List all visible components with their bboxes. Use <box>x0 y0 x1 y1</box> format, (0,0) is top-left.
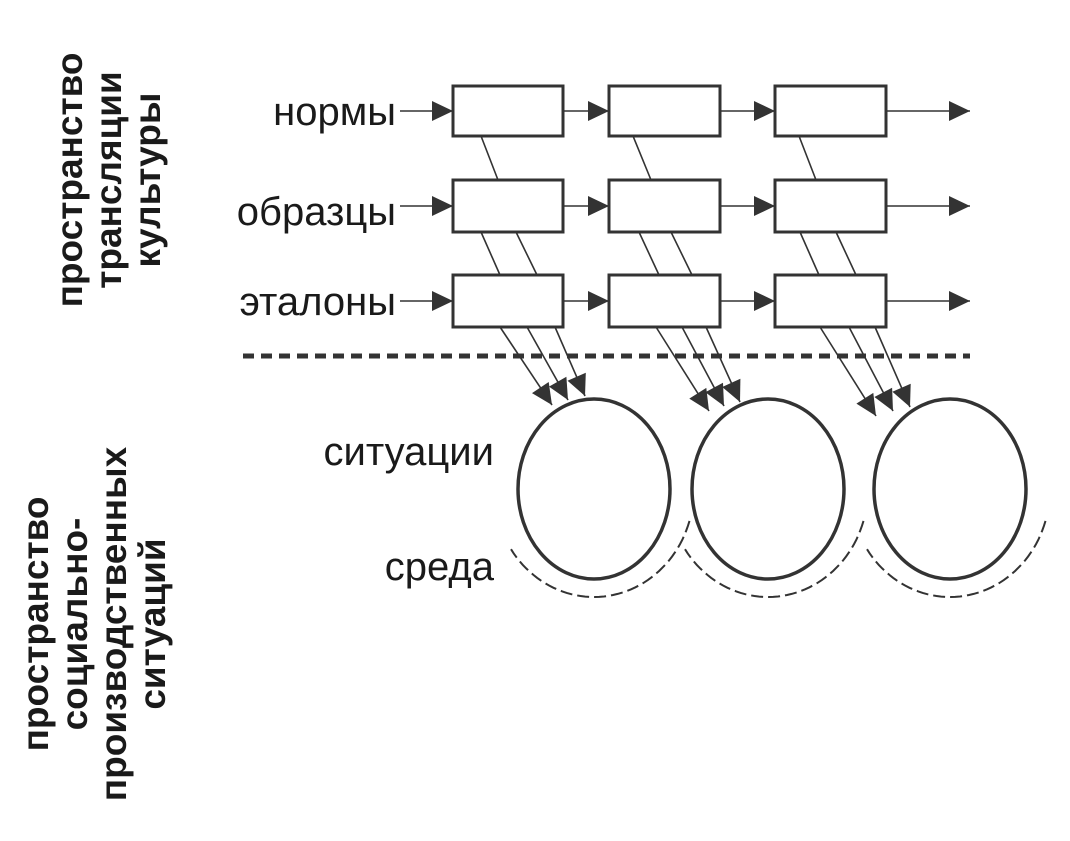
situation-ellipse-1 <box>516 397 672 581</box>
links-layer <box>400 110 970 417</box>
link-samples-standards-3b <box>835 231 857 276</box>
arrow-standards-2-3-head <box>754 291 775 311</box>
link-norms-samples-3 <box>798 135 817 181</box>
link-samples-standards-1a <box>480 231 501 276</box>
box-samples-1 <box>451 178 565 234</box>
arrow-to-situation-3-1-head <box>856 392 876 416</box>
row-label-norms: нормы <box>273 90 396 134</box>
arrow-samples-input-head <box>432 196 453 216</box>
situations-label: ситуации <box>323 430 494 474</box>
arrow-samples-1-2-head <box>588 196 609 216</box>
situation-ellipse-3 <box>872 397 1028 581</box>
situations-space-label: пространство социально- производственных… <box>15 446 173 801</box>
culture-space-line-2: трансляции <box>88 71 129 289</box>
situations-space-line-4: ситуаций <box>132 538 173 709</box>
arrow-norms-output-head <box>949 101 970 121</box>
box-standards-1 <box>451 273 565 329</box>
boxes-layer <box>451 84 888 329</box>
environment-arc-2 <box>684 520 865 599</box>
box-standards-3 <box>773 273 888 329</box>
box-norms-1 <box>451 84 565 138</box>
arrow-to-situation-2-1-head <box>689 387 709 411</box>
arrow-standards-1-2-head <box>588 291 609 311</box>
arrow-samples-output-head <box>949 196 970 216</box>
link-norms-samples-1 <box>480 135 499 181</box>
box-norms-3 <box>773 84 888 138</box>
box-samples-2 <box>607 178 722 234</box>
row-label-samples: образцы <box>237 190 396 234</box>
arrow-standards-output-head <box>949 291 970 311</box>
situations-space-line-3: производственных <box>93 446 134 801</box>
arrow-to-situation-1-2-head <box>549 376 568 400</box>
box-samples-3 <box>773 178 888 234</box>
arrow-to-situation-1-1-head <box>532 382 552 405</box>
arrow-samples-2-3-head <box>754 196 775 216</box>
link-samples-standards-1b <box>515 231 538 276</box>
culture-space-line-3: культуры <box>127 93 168 268</box>
arrows-layer <box>432 101 970 416</box>
arrow-to-situation-1-3-head <box>567 372 586 396</box>
box-norms-2 <box>607 84 722 138</box>
situations-space-line-2: социально- <box>54 518 95 731</box>
arrow-to-situation-3-2-head <box>874 387 893 411</box>
situation-ellipse-2 <box>690 397 846 581</box>
arrow-standards-input-head <box>432 291 453 311</box>
arrow-norms-input-head <box>432 101 453 121</box>
link-norms-samples-2 <box>632 135 652 181</box>
culture-space-label: пространство трансляции культуры <box>49 53 168 308</box>
situations-space-line-1: пространство <box>15 497 56 752</box>
arrow-norms-1-2-head <box>588 101 609 121</box>
arrow-to-situation-2-2-head <box>705 382 724 406</box>
arrow-to-situation-2-3-head <box>722 378 741 402</box>
row-label-standards: эталоны <box>239 280 396 324</box>
environment-arc-3 <box>866 520 1047 599</box>
link-samples-standards-3a <box>799 231 820 276</box>
arrow-to-situation-3-3-head <box>892 383 911 407</box>
environment-arc-1 <box>510 520 691 599</box>
arrow-norms-2-3-head <box>754 101 775 121</box>
link-samples-standards-2a <box>638 231 660 276</box>
culture-space-line-1: пространство <box>49 53 90 308</box>
situations-layer <box>510 397 1047 599</box>
box-standards-2 <box>607 273 722 329</box>
environment-label: среда <box>385 545 495 589</box>
link-samples-standards-2b <box>670 231 693 276</box>
